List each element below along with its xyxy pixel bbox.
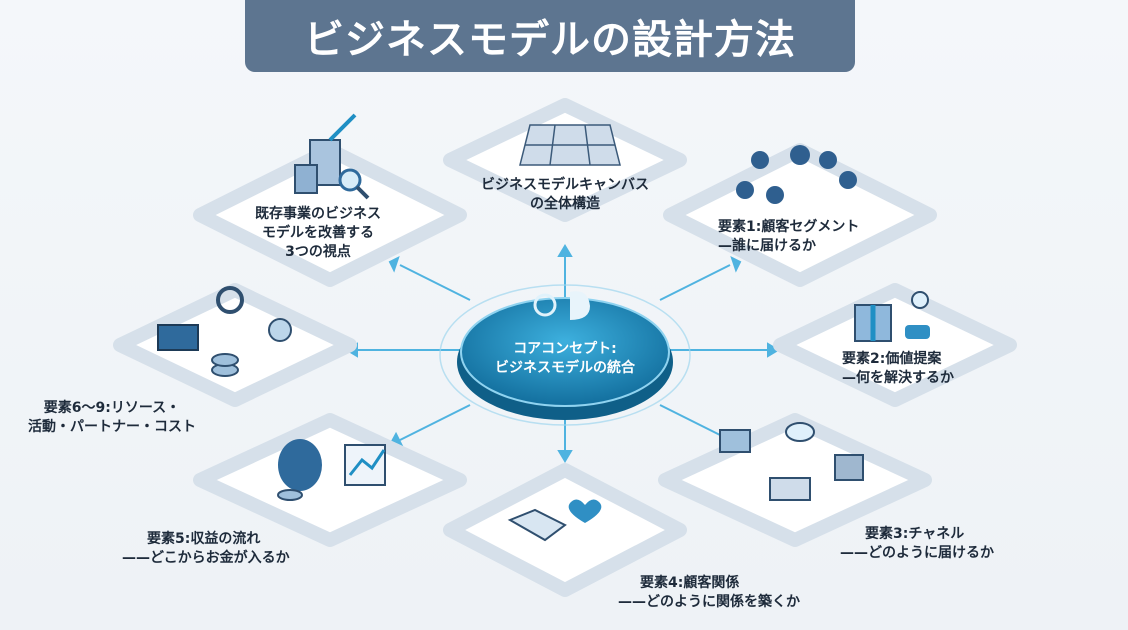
tile-resources [113,283,357,407]
label-line: 活動・パートナー・コスト [28,419,196,435]
label-channel: 要素3:チャネル ——どのように届けるか [840,525,994,563]
brain-gear-icon [533,291,590,320]
label-improve: 既存事業のビジネス モデルを改善する 3つの視点 [255,205,381,262]
label-line: ——どこからお金が入るか [122,550,290,566]
label-line: 要素6〜9:リソース・ [43,400,181,416]
tile-revenue [193,413,467,547]
label-line: 要素5:収益の流れ [147,531,261,547]
label-line: —何を解決するか [842,370,954,386]
page-title: ビジネスモデルの設計方法 [245,0,855,72]
label-line: 要素1:顧客セグメント [718,219,860,235]
core-line: コアコンセプト: [513,341,617,357]
label-line: モデルを改善する [262,225,374,241]
core-disc [460,297,670,407]
label-canvas: ビジネスモデルキャンバス の全体構造 [481,176,649,214]
label-line: 3つの視点 [285,244,351,260]
canvas-grid-icon [519,124,621,166]
tile-improve [193,143,467,287]
label-line: 要素3:チャネル [865,526,965,542]
tools-coins-icon [157,286,292,377]
label-resources: 要素6〜9:リソース・ 活動・パートナー・コスト [28,399,196,437]
core-concept-label: コアコンセプト: ビジネスモデルの統合 [495,340,635,378]
label-relation: 要素4:顧客関係 ——どのように関係を築くか [618,574,800,612]
moneybag-chart-icon [277,439,386,501]
label-line: ——どのように関係を築くか [618,594,800,610]
label-line: 要素2:価値提案 [842,351,942,367]
tile-value [773,283,1017,407]
building-search-icon [294,113,370,200]
handshake-heart-icon [507,499,602,542]
label-line: ビジネスモデルキャンバス [481,177,649,193]
label-revenue: 要素5:収益の流れ ——どこからお金が入るか [122,530,290,568]
tile-segment [663,143,937,287]
label-segment: 要素1:顧客セグメント —誰に届けるか [718,218,859,256]
label-line: ——どのように届けるか [840,545,994,561]
delivery-cloud-icon [719,422,864,501]
label-line: 要素4:顧客関係 [640,575,740,591]
tile-relation [443,463,687,597]
core-line: ビジネスモデルの統合 [495,360,635,376]
label-line: 既存事業のビジネス [255,206,381,222]
gift-idea-icon [854,291,930,342]
people-network-icon [736,145,857,204]
label-value: 要素2:価値提案 —何を解決するか [842,350,954,388]
label-line: の全体構造 [530,196,600,212]
label-line: —誰に届けるか [718,238,816,254]
